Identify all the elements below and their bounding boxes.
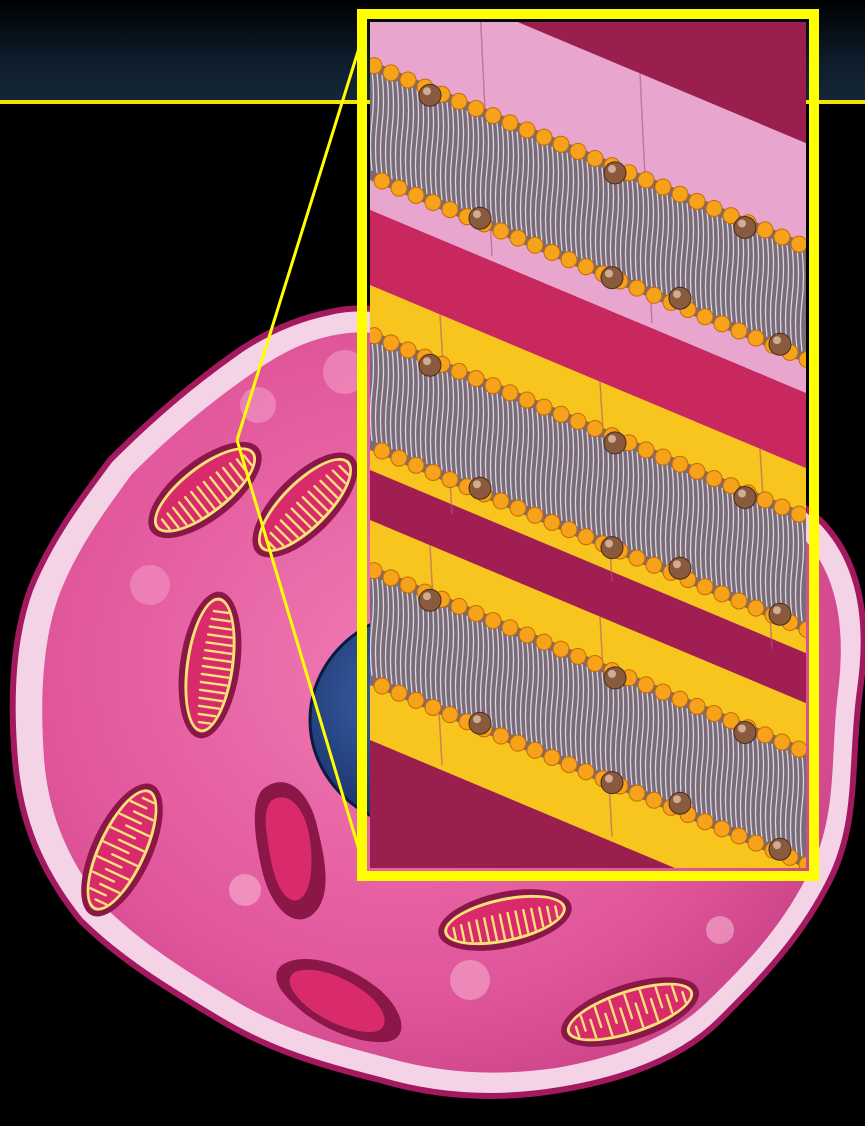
- vesicle: [706, 916, 734, 944]
- lipid-bilayer-membranes: [366, 0, 815, 923]
- vesicle: [130, 565, 170, 605]
- vesicle: [450, 960, 490, 1000]
- zoom-callout: [362, 0, 815, 923]
- vesicle: [229, 874, 261, 906]
